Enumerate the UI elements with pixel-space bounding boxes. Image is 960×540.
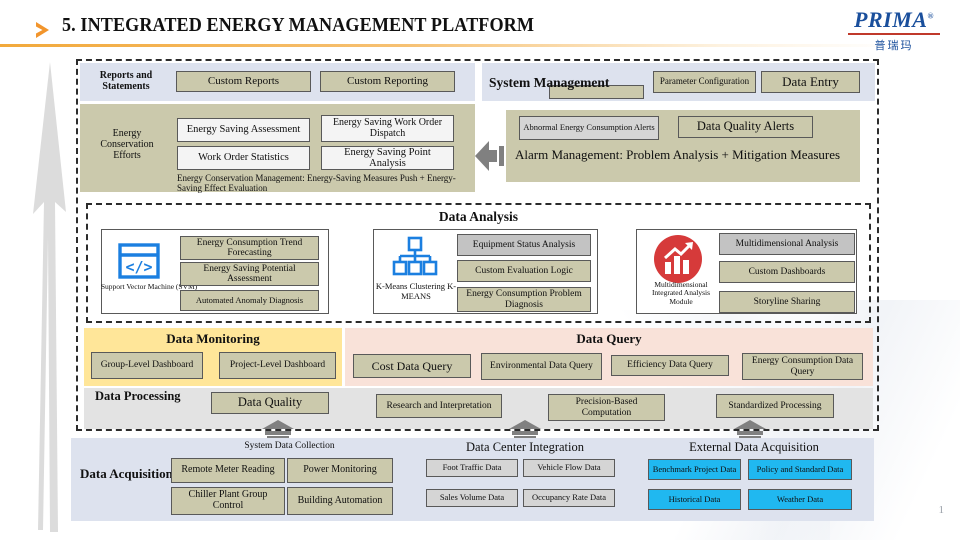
up-flow-arrow-2 xyxy=(506,420,544,445)
hierarchy-cluster-icon xyxy=(392,236,438,283)
data-entry-box[interactable]: Data Entry xyxy=(761,71,860,93)
abnormal-energy-consumption-alerts-box[interactable]: Abnormal Energy Consumption Alerts xyxy=(519,116,659,140)
page-title: 5. INTEGRATED ENERGY MANAGEMENT PLATFORM xyxy=(62,15,535,36)
energy-conservation-caption: Energy Conservation Management: Energy-S… xyxy=(177,173,456,194)
data-monitoring-title: Data Monitoring xyxy=(166,331,260,346)
remote-meter-reading-box[interactable]: Remote Meter Reading xyxy=(171,458,285,483)
svm-icon-caption: Support Vector Machine (SVM) xyxy=(100,282,198,291)
policy-and-standard-data-box[interactable]: Policy and Standard Data xyxy=(748,459,852,480)
kmeans-icon-caption: K-Means Clustering K-MEANS xyxy=(375,281,457,301)
logo-registered-mark: ® xyxy=(927,11,934,21)
data-analysis-title: Data Analysis xyxy=(438,209,519,224)
page-number: 1 xyxy=(938,504,945,516)
reports-and-statements-label: Reports and Statements xyxy=(99,70,153,92)
data-processing-title: Data Processing xyxy=(95,389,181,403)
data-acquisition-title: Data Acquisition xyxy=(80,466,173,481)
environmental-data-query-box[interactable]: Environmental Data Query xyxy=(481,353,602,380)
standardized-processing-box[interactable]: Standardized Processing xyxy=(716,394,834,418)
custom-evaluation-logic-box[interactable]: Custom Evaluation Logic xyxy=(457,260,591,282)
group-level-dashboard-box[interactable]: Group-Level Dashboard xyxy=(91,352,203,379)
data-query-title: Data Query xyxy=(576,331,642,346)
logo-chinese-name: 普瑞玛 xyxy=(874,40,914,52)
prima-logo: PRIMA® 普瑞玛 xyxy=(838,9,950,53)
data-analysis-frame xyxy=(86,203,871,323)
research-and-interpretation-box[interactable]: Research and Interpretation xyxy=(376,394,502,418)
data-center-integration-heading: Data Center Integration xyxy=(465,440,584,454)
custom-reporting-box[interactable]: Custom Reporting xyxy=(320,71,455,92)
energy-conservation-label: Energy Conservation Efforts xyxy=(100,128,154,161)
vehicle-flow-data-box[interactable]: Vehicle Flow Data xyxy=(523,459,615,477)
svg-text:</>: </> xyxy=(125,258,152,276)
parameter-configuration-box[interactable]: Parameter Configuration xyxy=(653,71,756,93)
energy-saving-work-order-dispatch-box[interactable]: Energy Saving Work Order Dispatch xyxy=(321,115,454,142)
up-flow-arrow-1 xyxy=(259,420,297,445)
system-data-collection-heading: System Data Collection xyxy=(244,441,335,451)
chevron-right-icon xyxy=(33,19,55,41)
chiller-plant-group-control-box[interactable]: Chiller Plant Group Control xyxy=(171,487,285,515)
custom-reports-box[interactable]: Custom Reports xyxy=(176,71,311,92)
energy-consumption-problem-diagnosis-box[interactable]: Energy Consumption Problem Diagnosis xyxy=(457,287,591,312)
logo-underbar xyxy=(848,33,940,35)
automated-anomaly-diagnosis-box[interactable]: Automated Anomaly Diagnosis xyxy=(180,290,319,311)
sales-volume-data-box[interactable]: Sales Volume Data xyxy=(426,489,518,507)
energy-saving-potential-assessment-box[interactable]: Energy Saving Potential Assessment xyxy=(180,262,319,286)
data-quality-alerts-box[interactable]: Data Quality Alerts xyxy=(678,116,813,138)
code-window-icon: </> xyxy=(118,243,160,284)
storyline-sharing-box[interactable]: Storyline Sharing xyxy=(719,291,855,313)
power-monitoring-box[interactable]: Power Monitoring xyxy=(287,458,393,483)
occupancy-rate-data-box[interactable]: Occupancy Rate Data xyxy=(523,489,615,507)
work-order-statistics-box[interactable]: Work Order Statistics xyxy=(177,146,310,170)
project-level-dashboard-box[interactable]: Project-Level Dashboard xyxy=(219,352,336,379)
equipment-status-analysis-box[interactable]: Equipment Status Analysis xyxy=(457,234,591,256)
up-flow-arrow-3 xyxy=(731,420,769,445)
foot-traffic-data-box[interactable]: Foot Traffic Data xyxy=(426,459,518,477)
platform-outer-frame xyxy=(76,59,879,431)
multidimensional-icon-caption: Multidimensional Integrated Analysis Mod… xyxy=(651,280,711,306)
historical-data-box[interactable]: Historical Data xyxy=(648,489,741,510)
energy-saving-assessment-box[interactable]: Energy Saving Assessment xyxy=(177,118,310,142)
alarm-management-caption: Alarm Management: Problem Analysis + Mit… xyxy=(515,147,841,162)
energy-consumption-data-query-box[interactable]: Energy Consumption Data Query xyxy=(742,353,863,380)
upward-flow-arrow xyxy=(22,62,78,537)
data-quality-box[interactable]: Data Quality xyxy=(211,392,329,414)
left-flow-arrow xyxy=(473,133,507,184)
weather-data-box[interactable]: Weather Data xyxy=(748,489,852,510)
logo-wordmark: PRIMA xyxy=(854,7,928,32)
system-management-hidden-box[interactable] xyxy=(549,85,644,99)
external-data-acquisition-heading: External Data Acquisition xyxy=(689,440,819,454)
cost-data-query-box[interactable]: Cost Data Query xyxy=(353,354,471,378)
building-automation-box[interactable]: Building Automation xyxy=(287,487,393,515)
header-divider xyxy=(0,44,900,47)
efficiency-data-query-box[interactable]: Efficiency Data Query xyxy=(611,355,729,376)
multidimensional-analysis-box[interactable]: Multidimensional Analysis xyxy=(719,233,855,255)
energy-saving-point-analysis-box[interactable]: Energy Saving Point Analysis xyxy=(321,146,454,170)
energy-consumption-trend-forecasting-box[interactable]: Energy Consumption Trend Forecasting xyxy=(180,236,319,260)
bar-chart-growth-icon xyxy=(653,234,703,289)
custom-dashboards-box[interactable]: Custom Dashboards xyxy=(719,261,855,283)
benchmark-project-data-box[interactable]: Benchmark Project Data xyxy=(648,459,741,480)
precision-based-computation-box[interactable]: Precision-Based Computation xyxy=(548,394,665,421)
system-management-label: System Management xyxy=(489,75,610,90)
